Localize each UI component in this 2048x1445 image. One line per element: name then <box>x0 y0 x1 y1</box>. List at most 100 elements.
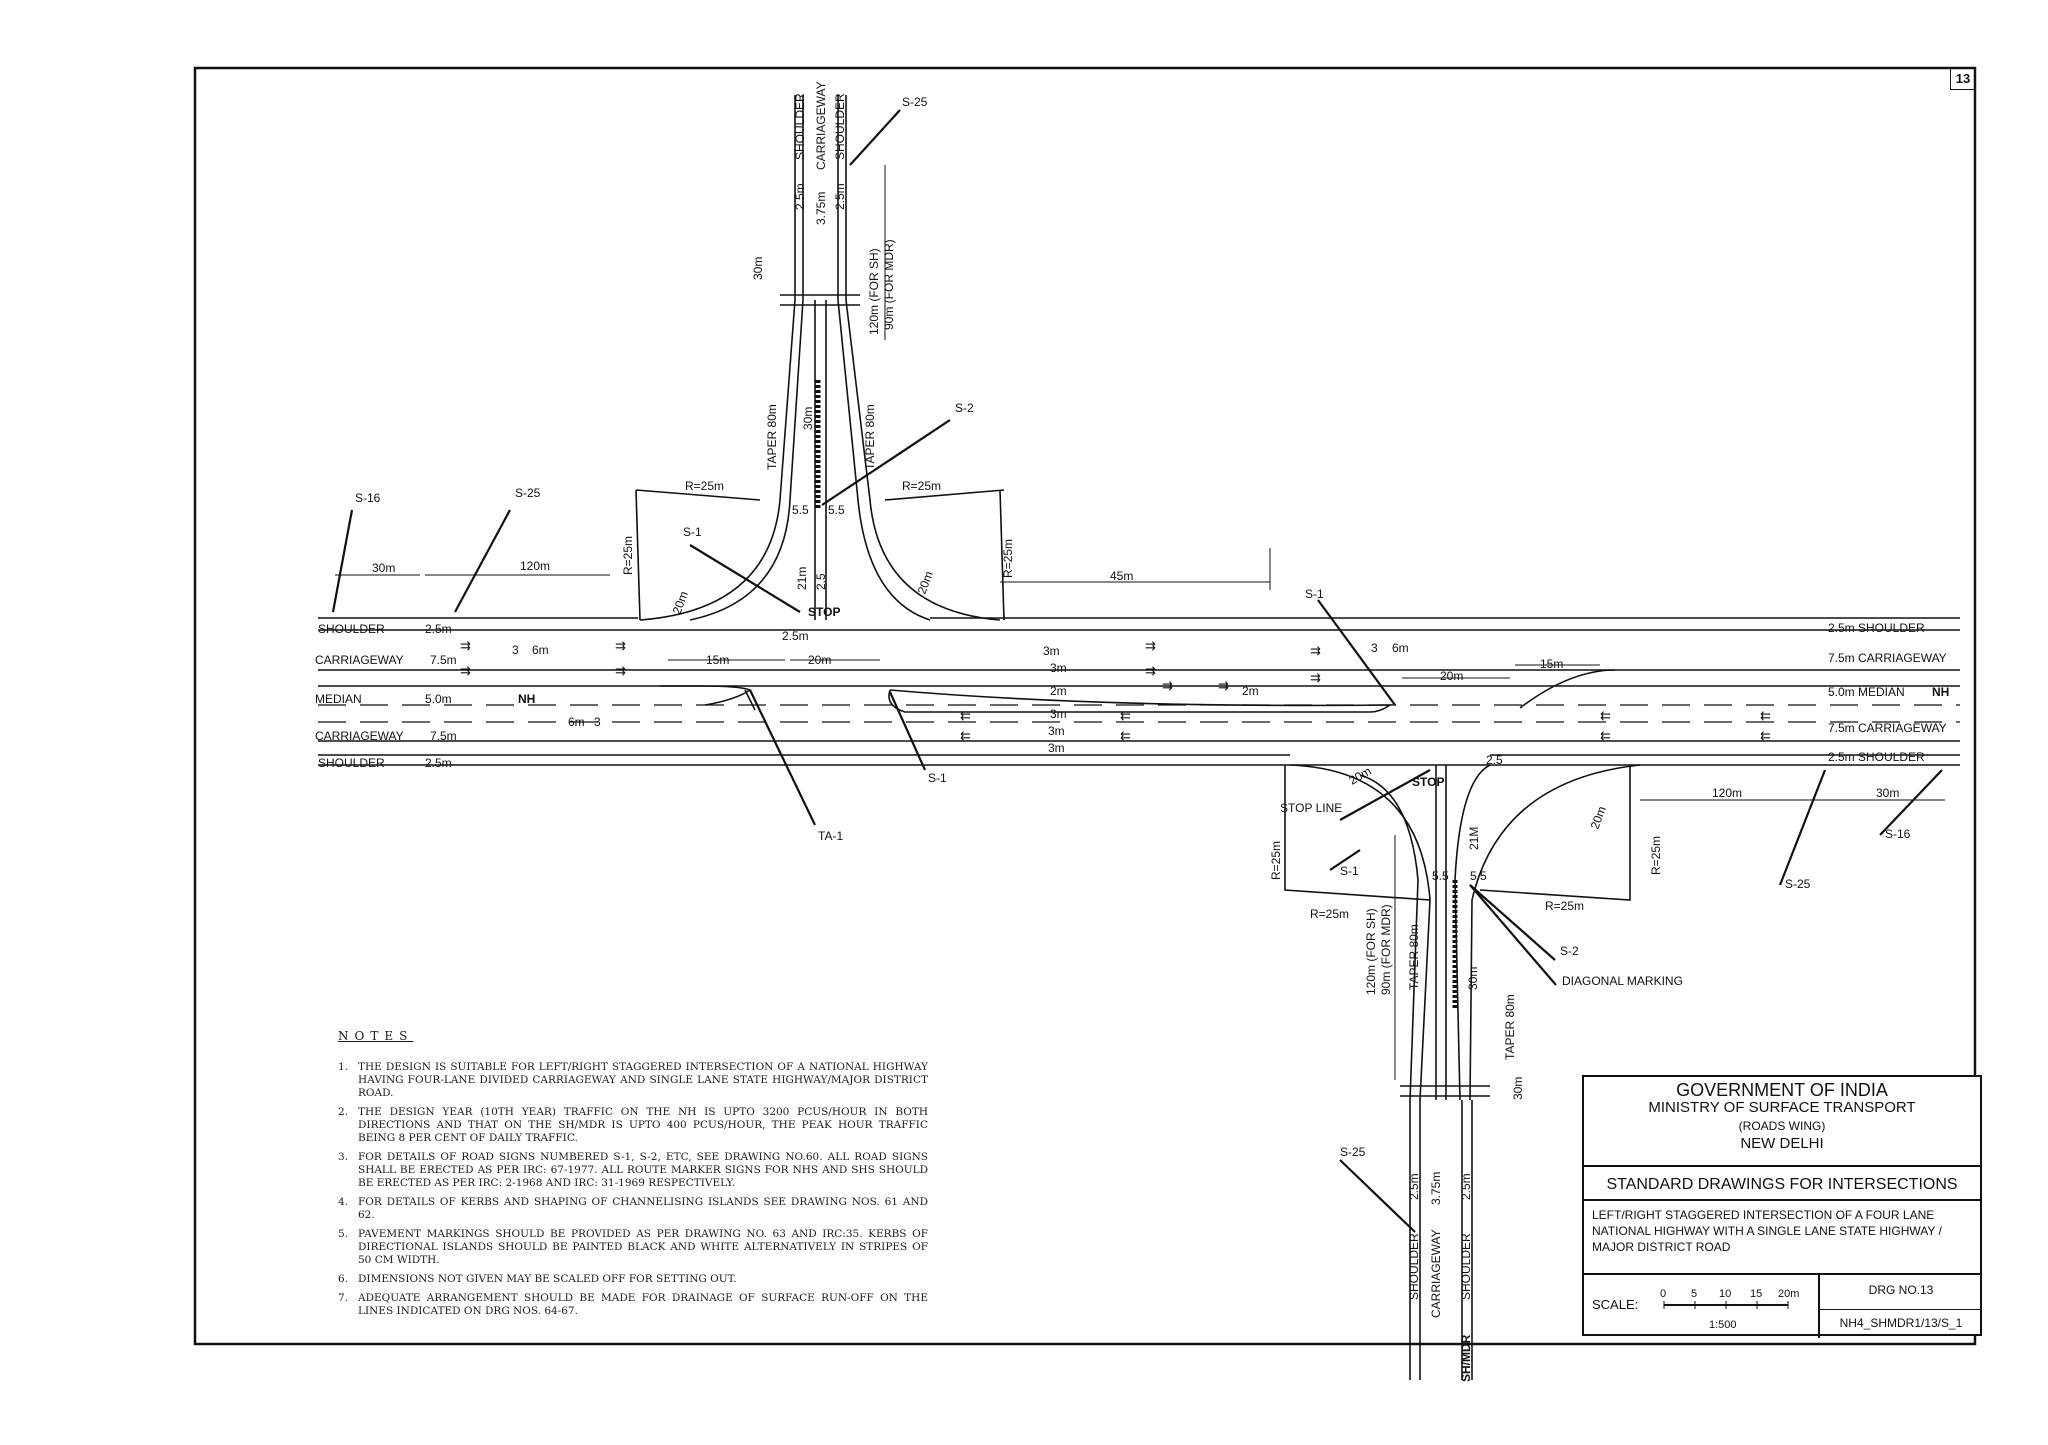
top-d45: 45m <box>1110 569 1133 583</box>
dim-r20: 20m <box>1440 669 1463 683</box>
bot-s25b: S-25 <box>1785 877 1811 891</box>
top-island: 30m <box>801 407 815 430</box>
drawing-number: DRG NO.13 <box>1868 1283 1934 1297</box>
dim-c3e: 3m <box>1048 741 1065 755</box>
top-taper-l: TAPER 80m <box>765 404 779 470</box>
top-s25: S-25 <box>902 95 928 109</box>
top-w1: 2.5m <box>793 183 807 210</box>
bot-w2: 3.75m <box>1429 1172 1443 1205</box>
top-c20b: 20m <box>915 569 936 596</box>
page-number: 13 <box>1950 68 1976 90</box>
bot-d90: 90m (FOR MDR) <box>1379 904 1393 995</box>
top-d30: 30m <box>751 257 765 280</box>
svg-text:⇉: ⇉ <box>1310 643 1321 658</box>
scale-bar: 0 5 10 15 20m <box>1660 1288 1799 1309</box>
drawing-code: NH4_SHMDR1/13/S_1 <box>1820 1309 1982 1330</box>
bot-sh-mdr: SH/MDR <box>1459 1334 1473 1382</box>
note-text: Pavement markings should be provided as … <box>358 1228 928 1266</box>
svg-text:⇉: ⇉ <box>1145 638 1156 653</box>
scale-tick: 5 <box>1691 1288 1697 1300</box>
w-carriageway-top: 7.5m <box>430 653 457 667</box>
svg-text:⇉: ⇉ <box>1310 670 1321 685</box>
top-r-vl: R=25m <box>621 536 635 575</box>
dim-c3a: 3m <box>1043 644 1060 658</box>
bot-d30: 30m <box>1511 1077 1525 1100</box>
ministry-label: MINISTRY OF SURFACE TRANSPORT <box>1648 1099 1916 1116</box>
dim-b3: 3 <box>594 715 601 729</box>
nh-mark: NH <box>518 692 535 706</box>
scale-ratio: 1:500 <box>1709 1319 1737 1331</box>
top-shoulder-l: SHOULDER <box>793 93 807 160</box>
scale-tick: 20m <box>1778 1288 1799 1300</box>
bot-r-l: R=25m <box>1310 907 1349 921</box>
bot-c20a: 20m <box>1347 764 1374 788</box>
svg-text:⇉: ⇉ <box>615 638 626 653</box>
bot-carriageway: CARRIAGEWAY <box>1429 1229 1443 1318</box>
svg-text:⇇: ⇇ <box>1760 708 1771 723</box>
bot-stop: STOP <box>1412 775 1444 789</box>
title-block-header: GOVERNMENT OF INDIA MINISTRY OF SURFACE … <box>1584 1077 1980 1165</box>
top-r-r: R=25m <box>902 479 941 493</box>
bot-s16: S-16 <box>1885 827 1911 841</box>
note-number: 2. <box>338 1106 349 1118</box>
bot-taper-r: TAPER 80m <box>1503 994 1517 1060</box>
bot-s1: S-1 <box>1340 864 1359 878</box>
dim-r3: 3 <box>1371 641 1378 655</box>
r-nh: NH <box>1932 685 1949 699</box>
bot-c55a: 5.5 <box>1432 869 1449 883</box>
top-s2: S-2 <box>955 401 974 415</box>
top-junction-labels: SHOULDER CARRIAGEWAY SHOULDER 2.5m 3.75m… <box>355 81 1133 643</box>
svg-text:⇇: ⇇ <box>960 728 971 743</box>
sign-s1-top: S-1 <box>1305 587 1324 601</box>
nh-road <box>318 617 1960 766</box>
svg-text:⇇: ⇇ <box>960 708 971 723</box>
top-w3: 2.5m <box>833 183 847 210</box>
svg-text:⇇: ⇇ <box>1600 708 1611 723</box>
bot-c25: 2.5 <box>1486 753 1503 767</box>
note-text: For details of road signs numbered S-1, … <box>358 1151 928 1189</box>
note-number: 6. <box>338 1273 349 1285</box>
label-median: MEDIAN <box>315 692 362 706</box>
top-d120: 120m (FOR SH) <box>867 248 881 335</box>
w-carriageway-bottom: 7.5m <box>430 729 457 743</box>
top-d120m: 120m <box>520 559 550 573</box>
bot-shoulder-r: SHOULDER <box>1459 1233 1473 1300</box>
sign-s1-mid: S-1 <box>928 771 947 785</box>
bot-shoulder-l: SHOULDER <box>1407 1233 1421 1300</box>
note-text: For details of kerbs and shaping of chan… <box>358 1196 928 1221</box>
dim-c2a: 2m <box>1050 684 1067 698</box>
scale-tick: 15 <box>1750 1288 1762 1300</box>
top-s1: S-1 <box>683 525 702 539</box>
top-d30m: 30m <box>372 561 395 575</box>
top-shoulder-r: SHOULDER <box>833 93 847 160</box>
bot-stop-line: STOP LINE <box>1280 801 1342 815</box>
title-block: GOVERNMENT OF INDIA MINISTRY OF SURFACE … <box>1582 1075 1982 1338</box>
svg-text:⇉: ⇉ <box>1218 678 1229 693</box>
dim-l3: 3 <box>512 643 519 657</box>
notes-heading: NOTES <box>338 1029 414 1043</box>
top-approach-road <box>635 95 1005 621</box>
r-carriageway-bottom: 7.5m CARRIAGEWAY <box>1828 721 1947 735</box>
bot-r-vl: R=25m <box>1269 841 1283 880</box>
svg-text:⇉: ⇉ <box>460 663 471 678</box>
bot-s2: S-2 <box>1560 944 1579 958</box>
dimension-lines <box>335 165 1945 1080</box>
r-shoulder-bottom: 2.5m SHOULDER <box>1828 750 1925 764</box>
top-c55a: 5.5 <box>792 503 809 517</box>
bot-c20b: 20m <box>1588 804 1609 831</box>
dim-c3c: 3m <box>1050 707 1067 721</box>
svg-text:⇉: ⇉ <box>1145 663 1156 678</box>
top-r-l: R=25m <box>685 479 724 493</box>
wing-label: (ROADS WING) <box>1738 1119 1826 1133</box>
note-number: 5. <box>338 1228 349 1240</box>
scale-tick: 0 <box>1660 1288 1666 1300</box>
note-number: 4. <box>338 1196 349 1208</box>
top-c21: 21m <box>795 567 809 590</box>
r-median: 5.0m MEDIAN <box>1828 685 1905 699</box>
dim-m15: 15m <box>706 653 729 667</box>
note-text: The design is suitable for left/right st… <box>358 1061 928 1099</box>
label-shoulder-top: SHOULDER <box>318 622 385 636</box>
bot-taper-l: TAPER 80m <box>1407 924 1421 990</box>
note-number: 3. <box>338 1151 349 1163</box>
